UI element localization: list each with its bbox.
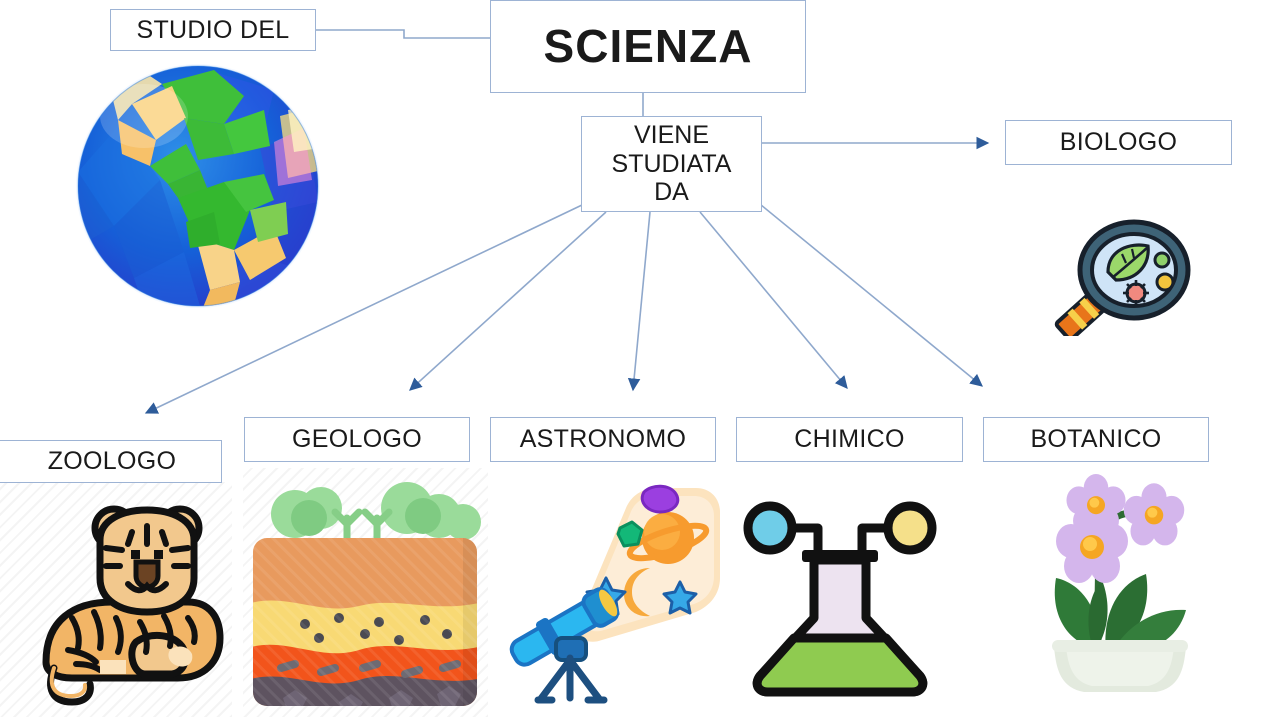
node-geologo-label: GEOLOGO (292, 425, 422, 454)
node-botanico-label: BOTANICO (1030, 425, 1162, 454)
telescope-illustration (500, 470, 730, 710)
tiger-illustration (28, 492, 228, 708)
magnifying-glass-biology-illustration (1046, 218, 1198, 342)
connector-viene-chimico (699, 211, 848, 389)
node-astronomo-label: ASTRONOMO (519, 425, 687, 454)
node-zoologo[interactable]: ZOOLOGO (0, 440, 222, 483)
potted-orchid-illustration (1036, 474, 1204, 708)
node-viene-line-3: DA (654, 178, 689, 207)
node-chimico-label: CHIMICO (794, 425, 905, 454)
connector-studiodel-scienza (316, 29, 490, 39)
node-biologo[interactable]: BIOLOGO (1005, 120, 1232, 165)
node-biologo-label: BIOLOGO (1059, 128, 1178, 157)
node-geologo[interactable]: GEOLOGO (244, 417, 470, 462)
node-zoologo-label: ZOOLOGO (47, 447, 177, 476)
node-viene-line-2: STUDIATA (611, 149, 732, 178)
erlenmeyer-flask-illustration (742, 498, 938, 698)
node-viene-line-1: VIENE (633, 120, 710, 149)
soil-layers-illustration (247, 472, 483, 712)
node-astronomo[interactable]: ASTRONOMO (490, 417, 716, 462)
node-scienza-label: SCIENZA (543, 20, 753, 73)
connector-viene-botanico (754, 199, 983, 387)
node-studio-del-label: STUDIO DEL (136, 15, 290, 44)
connector-viene-astronomo (627, 211, 651, 392)
node-chimico[interactable]: CHIMICO (736, 417, 963, 462)
node-viene-studiata-da[interactable]: VIENE STUDIATA DA (581, 116, 762, 212)
connector-viene-geologo (409, 211, 607, 391)
node-studio-del[interactable]: STUDIO DEL (110, 9, 316, 51)
node-botanico[interactable]: BOTANICO (983, 417, 1209, 462)
node-scienza[interactable]: SCIENZA (490, 0, 806, 93)
earth-globe-illustration (74, 62, 322, 310)
